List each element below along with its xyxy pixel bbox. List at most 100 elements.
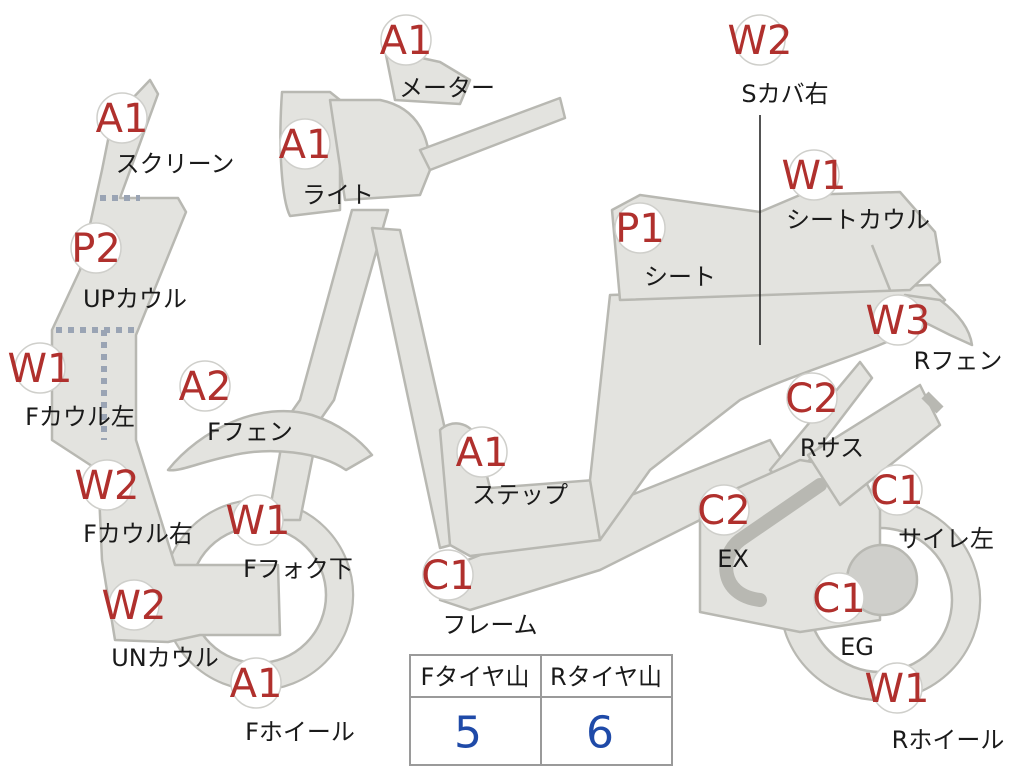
part-badge-circle <box>96 92 148 144</box>
part-condition-code: W2 <box>728 18 793 64</box>
part-badge-circle <box>179 360 231 412</box>
part-condition-code: W2 <box>75 463 140 509</box>
head-cover-shape <box>328 98 432 202</box>
tire-table-header-rear: Rタイヤ山 <box>550 663 662 691</box>
part-condition-code: P1 <box>615 206 665 252</box>
part-badge-circle <box>872 294 924 346</box>
exhaust-pipe-shape <box>719 478 827 607</box>
part-label: Fフォク下 <box>243 555 353 583</box>
tire-table-header-front: Fタイヤ山 <box>420 663 529 691</box>
part-light: A1 ライト <box>279 118 374 209</box>
seat-shape <box>610 190 942 302</box>
part-label: Rサス <box>800 434 864 462</box>
part-seat: P1 シート <box>614 202 716 291</box>
part-badge-circle <box>81 459 133 511</box>
part-label: EG <box>840 633 874 661</box>
part-frame: C1 フレーム <box>421 549 538 639</box>
part-badge-circle <box>279 118 331 170</box>
part-label: ライト <box>302 181 374 209</box>
part-label: Fホイール <box>245 718 355 746</box>
tire-table: Fタイヤ山 Rタイヤ山 5 6 <box>409 654 673 766</box>
part-condition-code: W1 <box>782 153 847 199</box>
part-condition-code: C1 <box>421 553 474 599</box>
part-seat-cowl: W1 シートカウル <box>782 149 930 234</box>
tire-table-value-rear: 6 <box>586 708 614 759</box>
part-condition-code: P2 <box>71 226 121 272</box>
part-screen: A1 スクリーン <box>96 92 235 178</box>
tire-table-value-front: 5 <box>454 708 482 759</box>
part-badge-circle <box>871 464 923 516</box>
part-badge-circle <box>232 494 284 546</box>
part-condition-code: A2 <box>179 364 232 410</box>
frame-rail-shape <box>438 438 787 612</box>
rear-fender-shape <box>903 293 974 347</box>
part-badge-circle <box>871 662 923 714</box>
part-condition-code: C1 <box>812 576 865 622</box>
part-label: Fカウル左 <box>25 403 135 431</box>
part-label: Fフェン <box>207 418 293 446</box>
part-label: サイレ左 <box>898 525 994 553</box>
part-badge-circle <box>698 484 750 536</box>
part-condition-code: A1 <box>279 122 332 168</box>
seat-cowl-line <box>870 244 892 291</box>
part-condition-code: W1 <box>226 498 291 544</box>
part-badge-circle <box>230 657 282 709</box>
part-condition-code: C2 <box>697 488 750 534</box>
handlebar-shape <box>418 96 567 172</box>
part-label: Sカバ右 <box>741 80 828 108</box>
part-badge-circle <box>456 426 508 478</box>
part-condition-code: W3 <box>866 298 931 344</box>
part-condition-code: W2 <box>102 583 167 629</box>
part-step: A1 ステップ <box>456 426 568 509</box>
part-label: シートカウル <box>786 206 930 234</box>
part-condition-code: A1 <box>230 661 283 707</box>
part-label: Rホイール <box>892 726 1005 754</box>
part-badge-circle <box>788 149 840 201</box>
part-label: スクリーン <box>116 150 235 178</box>
part-condition-code: A1 <box>380 18 433 64</box>
front-fender-shape <box>166 409 374 472</box>
part-label: UNカウル <box>111 644 219 672</box>
part-badge-circle <box>14 342 66 394</box>
part-label: Rフェン <box>914 347 1003 375</box>
part-badge-circle <box>614 202 666 254</box>
part-badge-circle <box>108 579 160 631</box>
part-meter: A1 メーター <box>380 14 495 102</box>
part-condition-code: W1 <box>865 666 930 712</box>
part-badge-circle <box>422 549 474 601</box>
part-label: フレーム <box>442 611 537 639</box>
muffler-tip <box>921 391 944 414</box>
part-label: ステップ <box>472 481 568 509</box>
part-badge-circle <box>734 14 786 66</box>
part-muffler-left: C1 サイレ左 <box>870 464 994 553</box>
part-badge-circle <box>786 372 838 424</box>
part-label: シート <box>644 263 716 291</box>
part-condition-code: W1 <box>8 346 73 392</box>
part-condition-code: A1 <box>96 96 149 142</box>
part-condition-code: A1 <box>456 430 509 476</box>
part-label: Fカウル右 <box>83 520 193 548</box>
part-label: メーター <box>399 74 495 102</box>
part-condition-code: C1 <box>870 468 923 514</box>
part-badge-circle <box>70 222 122 274</box>
part-label: EX <box>717 545 749 573</box>
part-label: UPカウル <box>83 285 187 313</box>
part-badge-circle <box>380 14 432 66</box>
muffler-shape <box>806 383 942 507</box>
steering-column-shape <box>266 208 390 522</box>
